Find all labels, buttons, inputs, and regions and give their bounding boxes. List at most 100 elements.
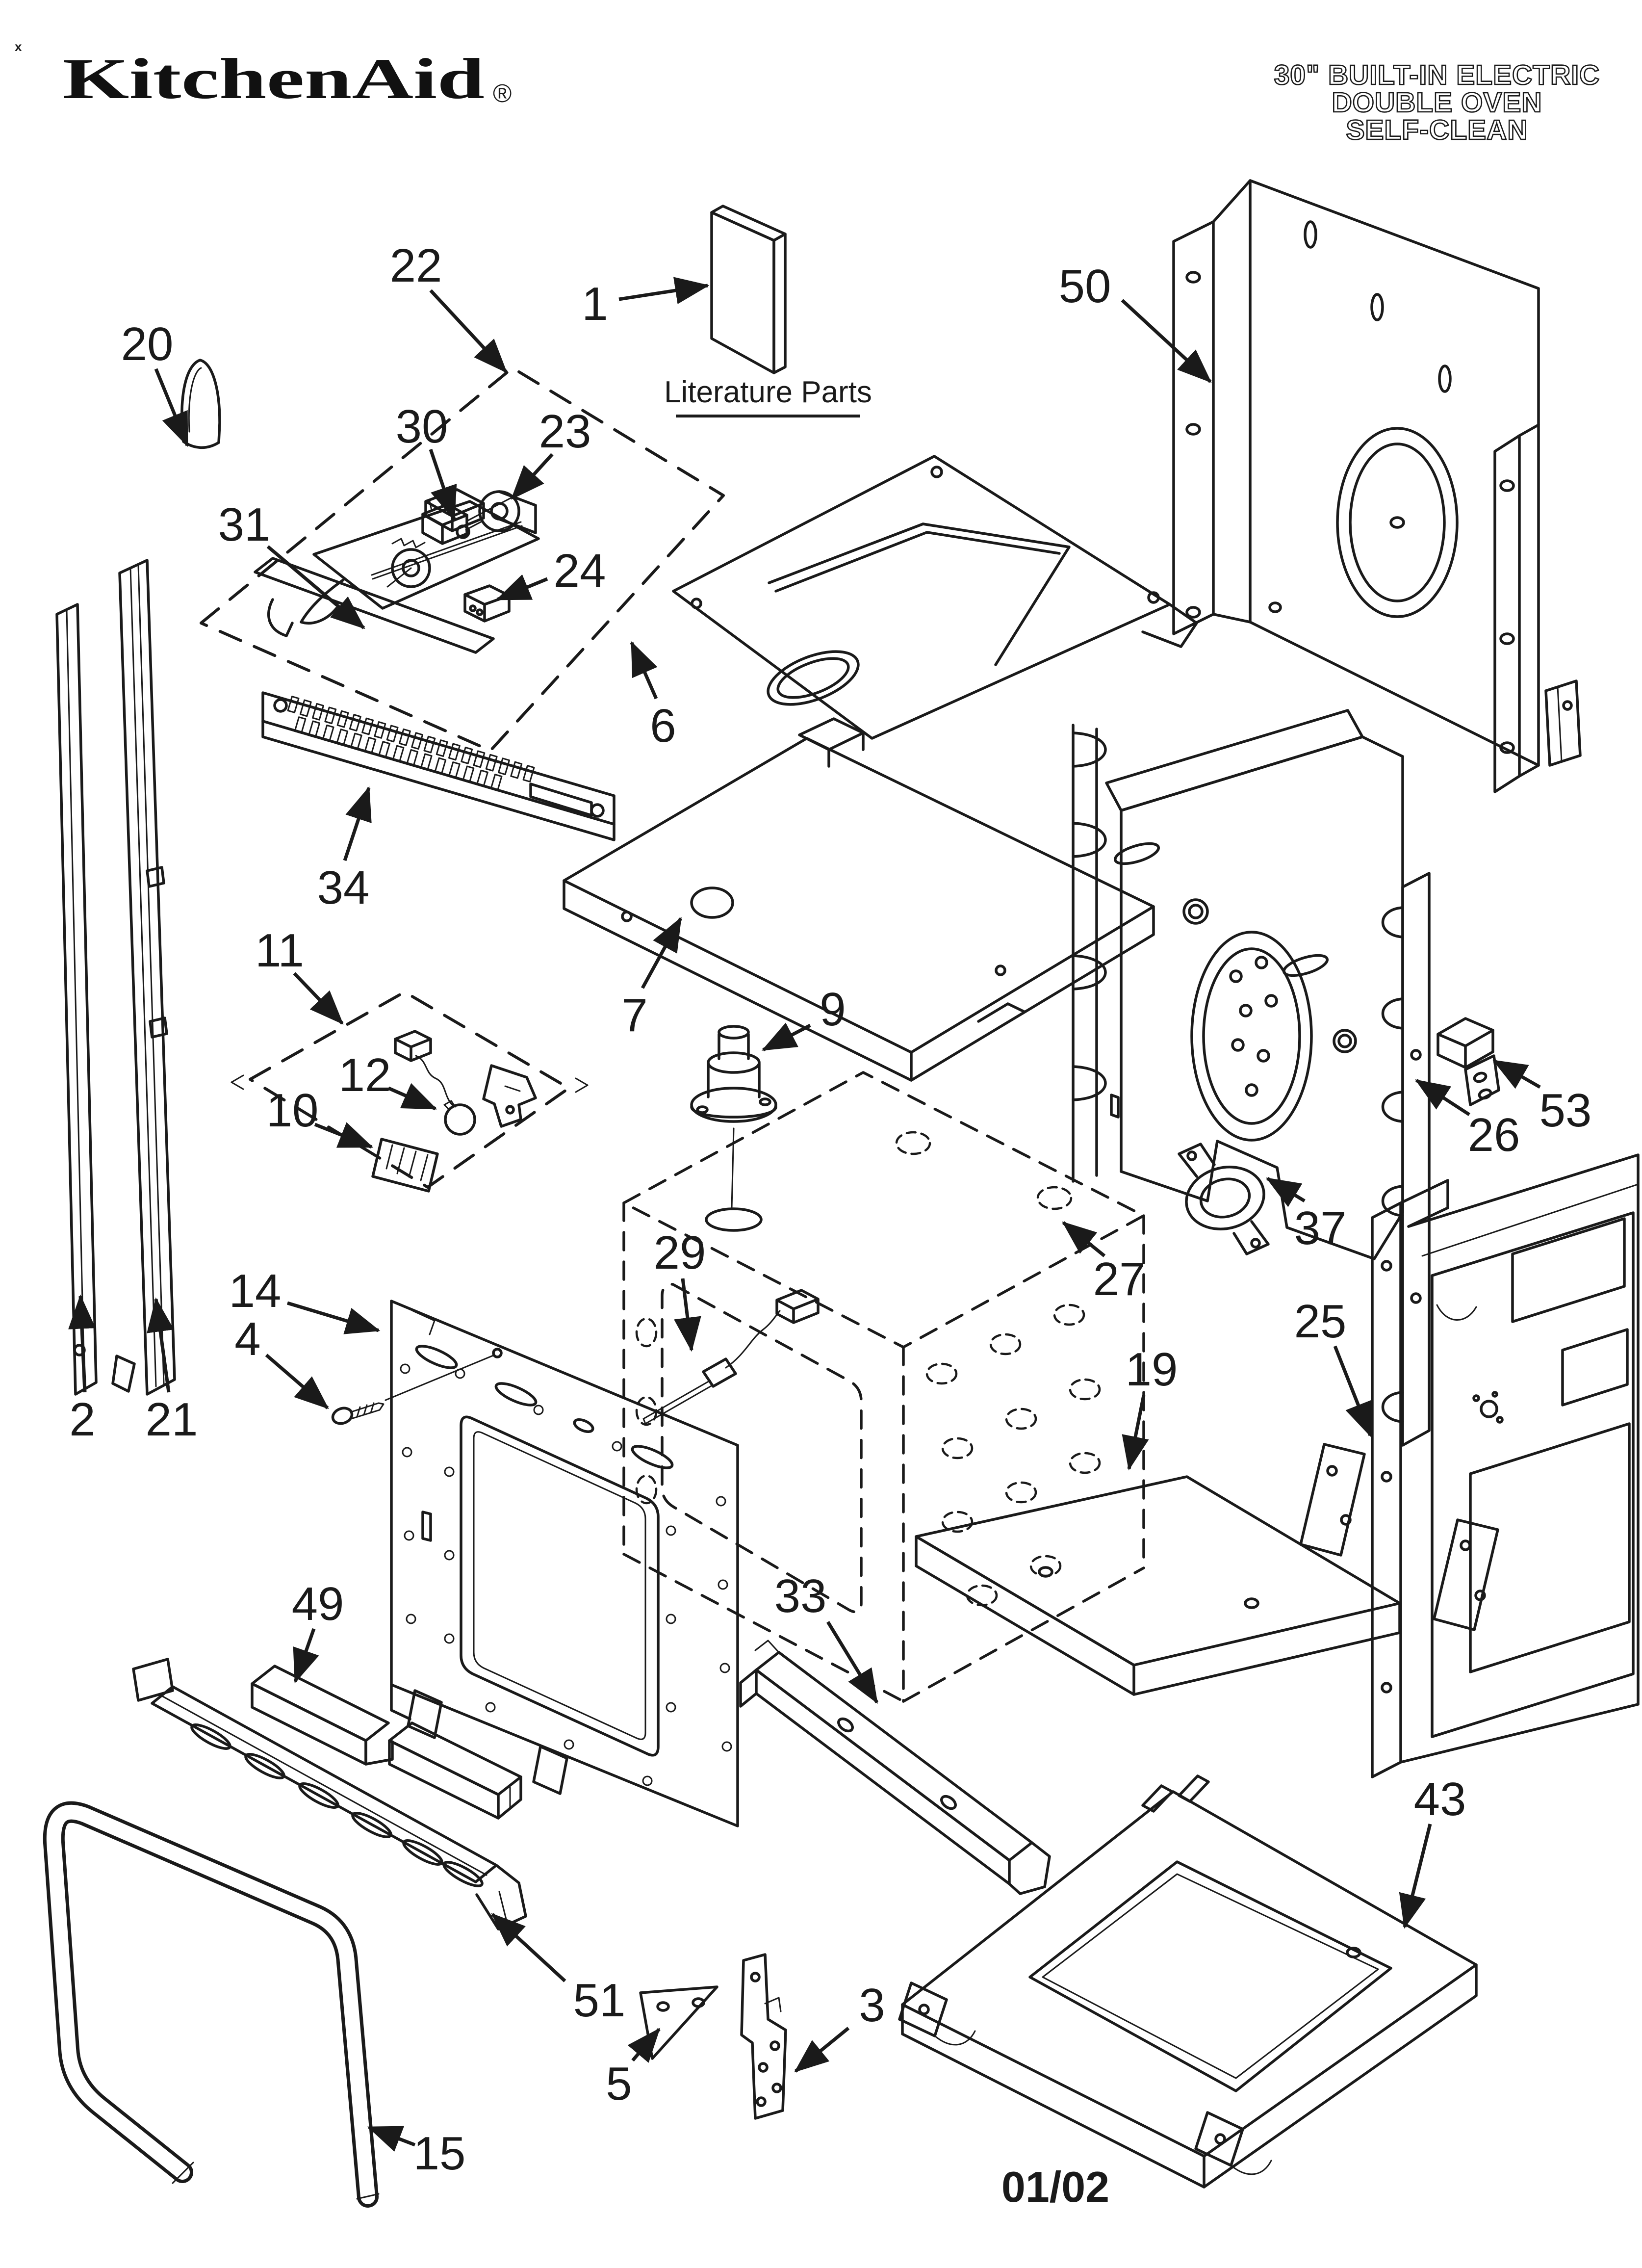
part-26-back-panel xyxy=(1072,709,1431,1447)
callout-arrow-4 xyxy=(265,1354,329,1409)
grille-slot xyxy=(448,743,461,761)
callout-7: 7 xyxy=(621,916,683,1042)
callout-23: 23 xyxy=(511,405,591,500)
callout-arrow-34 xyxy=(343,786,372,861)
callout-arrow-10 xyxy=(314,1122,374,1149)
callout-number-4: 4 xyxy=(234,1313,260,1365)
callout-arrow-2 xyxy=(68,1294,96,1393)
literature-parts-label: Literature Parts xyxy=(664,375,872,417)
callout-number-34: 34 xyxy=(317,861,370,914)
corner-mark: x xyxy=(15,39,22,54)
light-dashed-region xyxy=(249,991,570,1189)
callout-number-10: 10 xyxy=(266,1084,319,1137)
callout-6: 6 xyxy=(630,641,676,752)
light-socket-bracket xyxy=(482,1064,537,1128)
callout-4: 4 xyxy=(234,1313,329,1409)
callout-31: 31 xyxy=(218,498,365,629)
callout-11: 11 xyxy=(255,924,344,1025)
callout-arrow-1 xyxy=(618,277,710,304)
part-9-oven-vent xyxy=(690,1025,777,1209)
callout-30: 30 xyxy=(396,400,457,521)
callout-arrow-29 xyxy=(674,1278,701,1352)
part-37-thermostat xyxy=(1178,1143,1270,1255)
grille-slot xyxy=(299,699,312,717)
grille-slot xyxy=(374,721,386,739)
callout-26: 26 xyxy=(1415,1079,1520,1161)
part-1-literature-card xyxy=(710,205,787,374)
callout-arrow-15 xyxy=(367,2125,416,2152)
callout-43: 43 xyxy=(1399,1773,1466,1929)
callout-number-51: 51 xyxy=(573,1974,626,2027)
callout-37: 37 xyxy=(1266,1177,1347,1254)
brand-logo: KitchenAid xyxy=(63,47,485,111)
callout-arrow-50 xyxy=(1121,299,1212,383)
part-53-clip-bracket xyxy=(1437,1017,1500,1106)
callout-arrow-3 xyxy=(794,2027,850,2073)
part-24-switch xyxy=(463,584,511,623)
title-line-3: SELF-CLEAN xyxy=(1346,114,1528,146)
grille-slot xyxy=(448,761,461,779)
callout-number-5: 5 xyxy=(606,2058,632,2110)
footer-date-code: 01/02 xyxy=(1001,2163,1109,2211)
callout-number-3: 3 xyxy=(859,1979,885,2032)
grille-slot xyxy=(361,717,374,735)
part-43-bottom-pan xyxy=(898,1774,1478,2189)
part-27-oven-cavity xyxy=(622,1071,1145,1703)
callout-number-21: 21 xyxy=(146,1393,198,1446)
callout-arrow-26 xyxy=(1415,1079,1470,1116)
callout-34: 34 xyxy=(317,786,372,914)
part-15-door-gasket xyxy=(43,1801,380,2208)
part-33-side-rail xyxy=(739,1640,1051,1895)
callout-arrow-30 xyxy=(429,448,457,521)
callout-arrow-12 xyxy=(387,1083,437,1111)
part-49-support-bar xyxy=(251,1665,522,1820)
grille-slot xyxy=(392,745,405,763)
grille-slot xyxy=(498,757,510,776)
grille-slot xyxy=(350,732,362,751)
part-29-oven-sensor xyxy=(642,1289,820,1425)
callout-number-49: 49 xyxy=(292,1578,344,1630)
registered-mark: ® xyxy=(493,79,512,108)
callout-number-6: 6 xyxy=(650,700,676,752)
callout-arrow-7 xyxy=(641,916,683,989)
callout-arrow-9 xyxy=(761,1022,811,1052)
part-7-mid-panel xyxy=(563,717,1155,1082)
part-19-shelf xyxy=(915,1443,1499,1696)
callout-number-43: 43 xyxy=(1414,1773,1466,1825)
part-4-screw xyxy=(331,1348,503,1425)
callout-number-22: 22 xyxy=(390,239,442,292)
callout-33: 33 xyxy=(774,1570,878,1704)
grille-slot xyxy=(476,769,488,787)
callout-number-50: 50 xyxy=(1059,260,1111,313)
callout-24: 24 xyxy=(495,545,606,601)
grille-slot xyxy=(485,754,498,772)
callout-number-26: 26 xyxy=(1468,1109,1520,1161)
callout-number-33: 33 xyxy=(774,1570,827,1622)
literature-parts-text: Literature Parts xyxy=(664,375,872,409)
grille-slot xyxy=(364,736,377,755)
grille-slot xyxy=(398,728,411,746)
callout-number-9: 9 xyxy=(820,983,846,1036)
callout-14: 14 xyxy=(229,1265,381,1334)
grille-slot xyxy=(462,765,475,783)
grille-slot xyxy=(420,753,433,771)
callout-arrow-20 xyxy=(154,368,189,447)
part-10-lens xyxy=(371,1138,439,1193)
grille-slot xyxy=(411,732,424,750)
bracket-strip xyxy=(1544,679,1582,767)
callout-49: 49 xyxy=(292,1578,344,1684)
callout-number-27: 27 xyxy=(1093,1253,1146,1305)
callout-51: 51 xyxy=(491,1913,626,2027)
callout-number-19: 19 xyxy=(1126,1343,1178,1396)
callout-number-37: 37 xyxy=(1294,1202,1347,1254)
light-connector xyxy=(394,1030,453,1106)
page-title: 30" BUILT-IN ELECTRIC DOUBLE OVEN SELF-C… xyxy=(1273,59,1600,147)
part-34-vent-grille xyxy=(261,691,616,841)
callout-53: 53 xyxy=(1492,1059,1591,1137)
callout-arrow-27 xyxy=(1062,1221,1106,1257)
callout-5: 5 xyxy=(606,2028,661,2110)
grille-slot xyxy=(294,716,307,734)
grille-slot xyxy=(510,761,523,779)
part-20-trim-cap xyxy=(180,359,221,449)
grille-slot xyxy=(336,710,349,728)
